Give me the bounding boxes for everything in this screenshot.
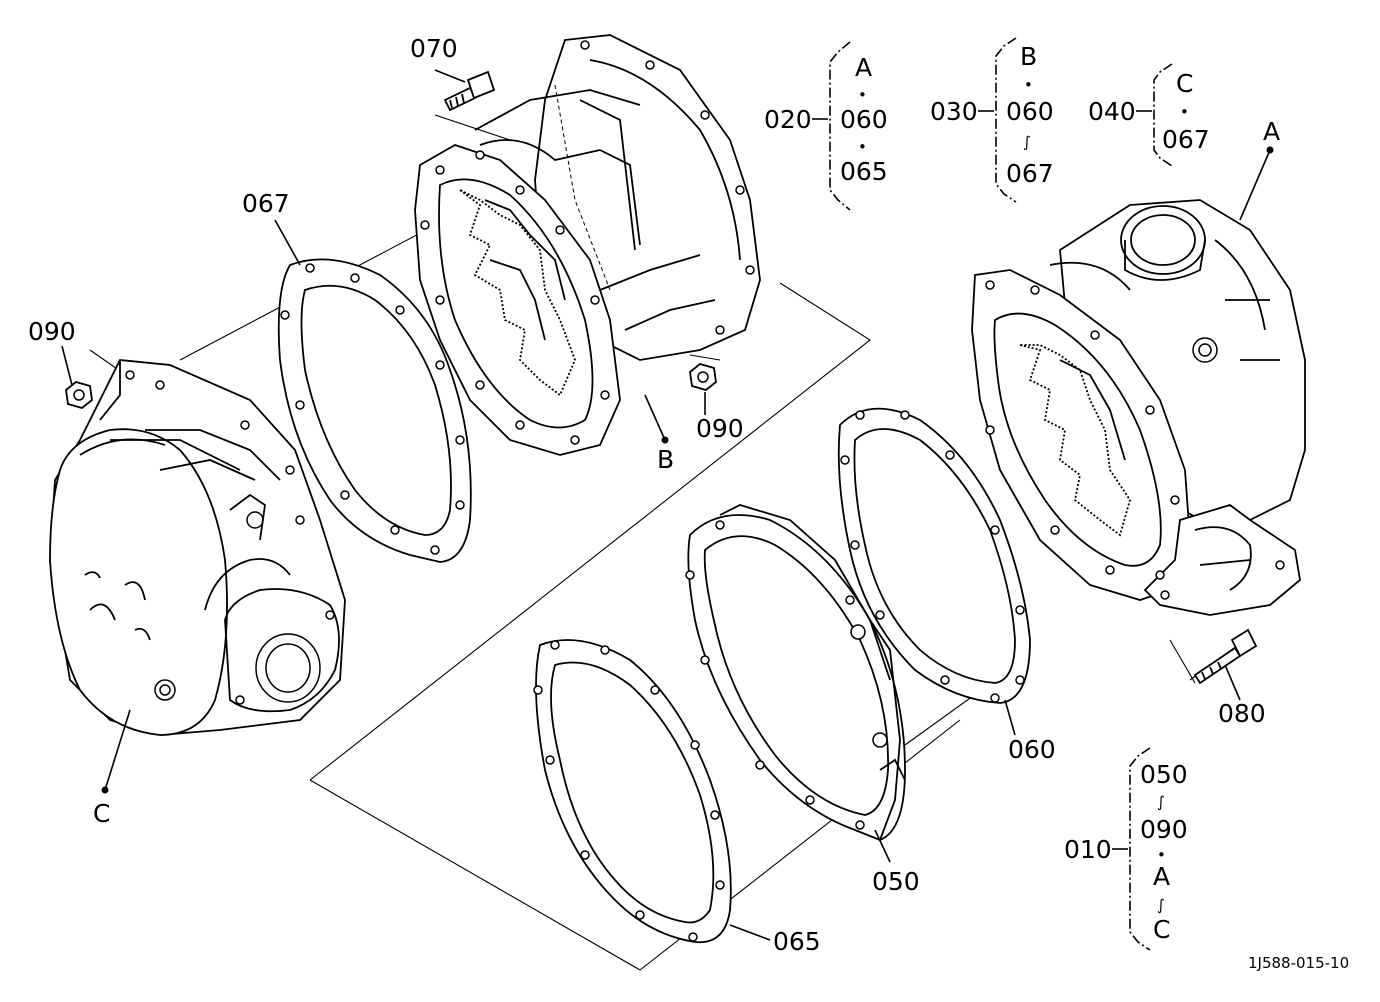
group-010-item-3: 090 <box>1140 815 1188 844</box>
nut-090-middle <box>689 363 717 391</box>
group-040-item-1: C <box>1176 69 1193 98</box>
callout-050: 050 <box>872 867 920 896</box>
group-030-label: 030 <box>930 97 978 126</box>
assembly-group-030: 030 B • 060 ∫ 067 <box>930 37 1054 203</box>
part-c-end-housing <box>49 359 346 736</box>
point-b-dot <box>661 436 669 444</box>
group-020-item-5: 065 <box>840 157 888 186</box>
group-020-item-3: 060 <box>840 105 888 134</box>
reference-points: A B C <box>93 117 1280 828</box>
part-callouts: 070 067 090 090 060 050 065 080 <box>28 34 1266 956</box>
group-010-item-7: C <box>1153 915 1170 944</box>
group-030-item-2: • <box>1024 76 1033 94</box>
gasket-060 <box>837 407 1031 704</box>
assembly-group-040: 040 C • 067 <box>1088 63 1210 167</box>
point-a-label: A <box>1263 117 1280 146</box>
point-c-dot <box>101 786 109 794</box>
callout-090-left: 090 <box>28 317 76 346</box>
part-a-end-housing <box>971 199 1306 616</box>
group-010-item-5: A <box>1153 862 1170 891</box>
diagram-reference-code: 1J588-015-10 <box>1248 954 1349 972</box>
group-040-label: 040 <box>1088 97 1136 126</box>
gasket-067 <box>277 258 472 563</box>
callout-067: 067 <box>242 189 290 218</box>
group-020-item-1: A <box>855 53 872 82</box>
group-020-label: 020 <box>764 105 812 134</box>
group-030-item-5: 067 <box>1006 159 1054 188</box>
callout-070: 070 <box>410 34 458 63</box>
nut-090-left <box>65 381 93 409</box>
leader-lines <box>61 69 1271 941</box>
group-040-item-3: 067 <box>1162 125 1210 154</box>
bolt-080 <box>1193 628 1258 685</box>
group-010-item-6: ∫ <box>1157 896 1165 914</box>
group-030-item-3: 060 <box>1006 97 1054 126</box>
group-010-label: 010 <box>1064 835 1112 864</box>
group-040-item-2: • <box>1180 103 1189 121</box>
group-020-item-2: • <box>858 86 867 104</box>
point-a-dot <box>1266 146 1274 154</box>
group-020-item-4: • <box>858 138 867 156</box>
callout-080: 080 <box>1218 699 1266 728</box>
assembly-group-020: 020 A • 060 • 065 <box>764 41 888 211</box>
flange-050 <box>685 504 906 841</box>
group-030-item-4: ∫ <box>1023 133 1031 151</box>
callout-090-mid: 090 <box>696 414 744 443</box>
part-b-filter-section <box>414 34 761 456</box>
group-010-item-1: 050 <box>1140 760 1188 789</box>
callout-060: 060 <box>1008 735 1056 764</box>
group-010-item-2: ∫ <box>1157 793 1165 811</box>
gasket-065 <box>533 639 732 944</box>
point-b-label: B <box>657 445 674 474</box>
callout-065: 065 <box>773 927 821 956</box>
assembly-group-010: 010 050 ∫ 090 • A ∫ C <box>1064 747 1188 951</box>
group-030-item-1: B <box>1020 42 1037 71</box>
bolt-070 <box>443 70 496 112</box>
point-c-label: C <box>93 799 110 828</box>
group-010-item-4: • <box>1157 846 1166 864</box>
